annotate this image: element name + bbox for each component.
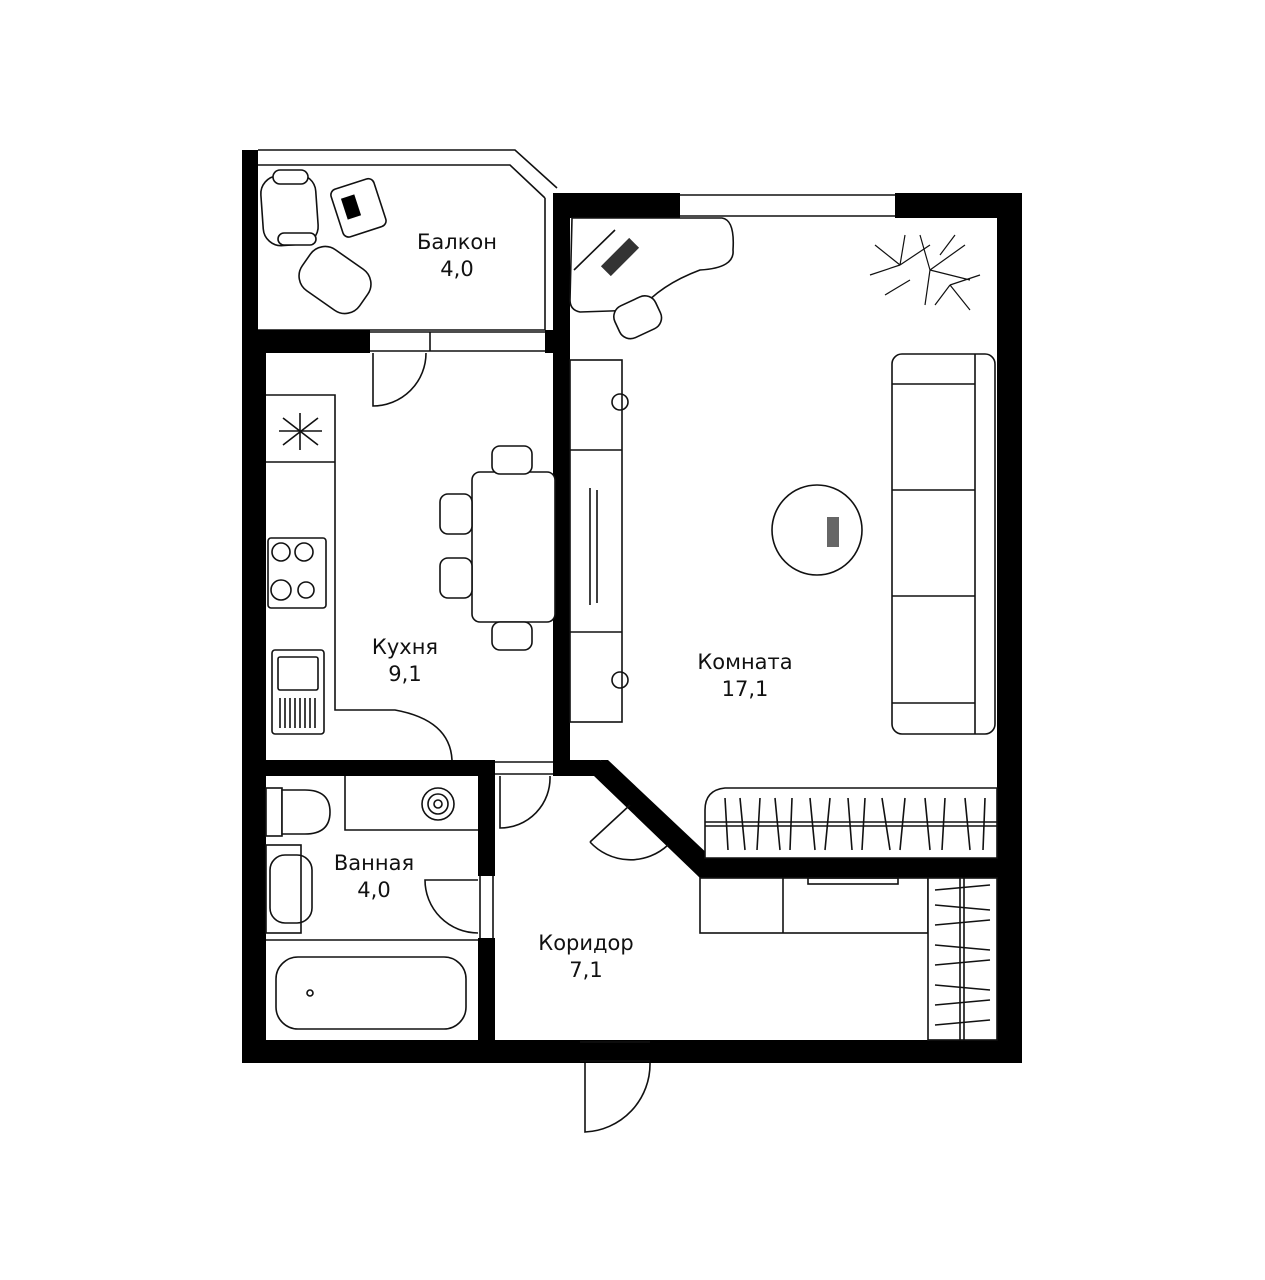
shoe-cabinet <box>699 877 929 934</box>
walls <box>242 193 1022 1063</box>
coffee-table <box>771 484 863 576</box>
wardrobe-corridor <box>927 877 998 1041</box>
room-name: Кухня <box>371 635 439 659</box>
dining-table <box>471 471 556 623</box>
balcony-furniture <box>260 169 387 315</box>
fan-icon <box>279 413 322 450</box>
room-furniture <box>569 217 998 859</box>
washbasin <box>269 854 313 924</box>
room-door <box>589 804 669 861</box>
toilet <box>281 789 331 835</box>
wardrobe-room <box>704 787 998 859</box>
kitchen-furniture <box>266 394 556 761</box>
room-name: Ванная <box>333 851 415 875</box>
room-name: Балкон <box>417 230 497 254</box>
room-label-corridor: Коридор 7,1 <box>538 930 633 984</box>
stove <box>267 537 327 609</box>
corridor-kitchen-door <box>499 775 551 829</box>
room-area: 4,0 <box>357 878 391 902</box>
room-area: 17,1 <box>721 677 769 701</box>
room-label-bathroom: Ванная 4,0 <box>334 850 414 904</box>
windows <box>370 194 895 1062</box>
plant-icon <box>869 234 981 311</box>
room-label-balcony: Балкон 4,0 <box>417 229 497 283</box>
desk <box>569 217 735 313</box>
bathtub <box>275 956 467 1030</box>
entrance-door <box>584 1062 651 1133</box>
doors <box>372 352 669 1133</box>
room-label-kitchen: Кухня 9,1 <box>372 634 438 688</box>
room-name: Коридор <box>538 931 634 955</box>
room-name: Комната <box>697 650 793 674</box>
bathroom-door <box>424 879 479 934</box>
room-area: 9,1 <box>388 662 422 686</box>
bathroom-furniture <box>265 776 478 1030</box>
room-area: 7,1 <box>569 958 603 982</box>
room-area: 4,0 <box>440 257 474 281</box>
tv-stand <box>569 359 623 723</box>
kitchen-door <box>372 352 427 407</box>
room-label-living-room: Комната 17,1 <box>697 649 792 703</box>
sofa <box>891 353 996 735</box>
corridor-furniture <box>699 877 998 1041</box>
